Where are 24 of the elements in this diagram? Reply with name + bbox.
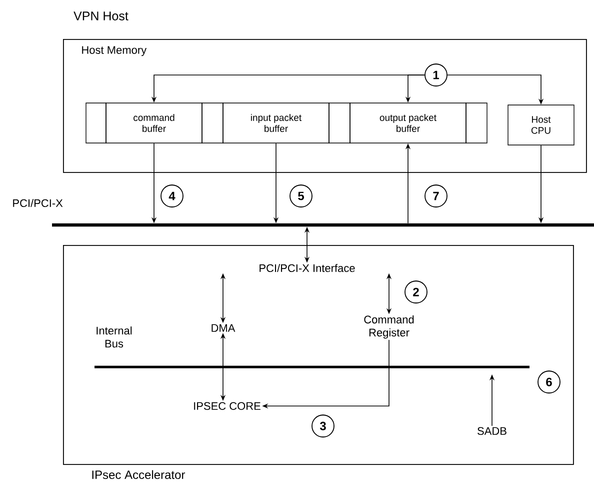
buffer-box: output packet buffer [350,102,466,144]
block-label: DMA [212,324,236,332]
callout-number: 7 [424,184,448,208]
callout-number: 2 [404,280,428,304]
buffer-box: input packet buffer [222,102,330,144]
callout-number: 5 [290,184,312,208]
heading: VPN Host [74,12,128,20]
block-label: Command Register [364,315,414,339]
buffer-box: command buffer [106,102,202,144]
buffer-slot [328,102,350,144]
block-label: IPSEC CORE [194,402,260,410]
buffer-slot [202,102,224,144]
bus-label: Internal Bus [96,326,132,348]
block-label: PCI/PCI-X Interface [260,264,355,272]
buffer-slot [466,102,488,144]
buffer-slot [86,102,106,144]
node-label: IPsec Accelerator [92,470,186,480]
callout-number: 3 [312,414,334,438]
callout-number: 4 [160,184,184,208]
cpu-box: Host CPU [508,104,574,146]
callout-number: 1 [424,64,448,86]
block-label: SADB [478,427,506,435]
bus-label: PCI/PCI-X [13,198,63,208]
callout-number: 6 [538,370,560,394]
